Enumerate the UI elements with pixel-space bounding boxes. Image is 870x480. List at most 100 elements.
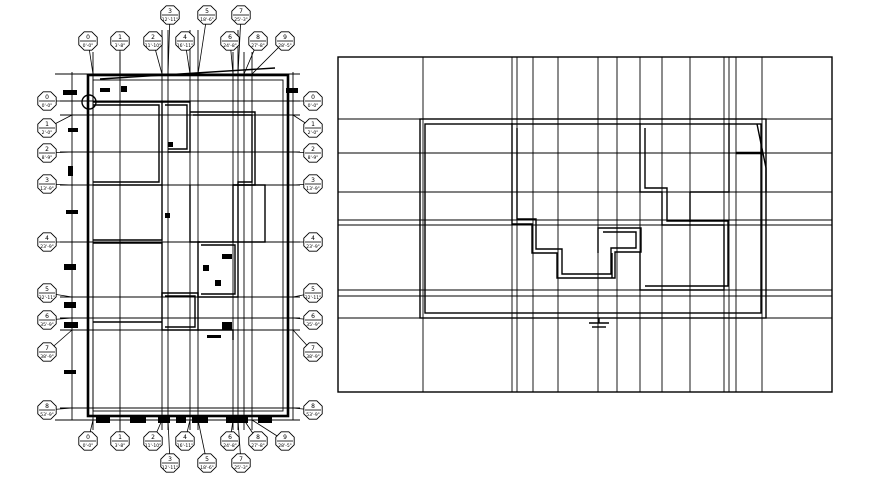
grid-tag: 6 24'-8" bbox=[220, 419, 240, 451]
datum-circle bbox=[81, 94, 97, 110]
tag-dimension: 32'-11" bbox=[305, 295, 321, 301]
tag-number: 5 bbox=[205, 8, 209, 15]
framing-grid-plan bbox=[337, 56, 833, 393]
tag-number: 6 bbox=[228, 34, 232, 41]
tag-dimension: 0'-0" bbox=[308, 103, 319, 109]
framing-horizontal-lines bbox=[338, 118, 832, 319]
tag-dimension: 8'-9" bbox=[42, 155, 53, 161]
grid-tag: 1 2'-0" bbox=[292, 114, 323, 138]
roof-edge-line bbox=[99, 67, 276, 80]
grid-tag: 4 16'-11" bbox=[175, 31, 195, 75]
bottom-grid-tags: 0 0'-0" 13'-8" 2 11'-10" 3 12'-11" 4 16'-11" 518'… bbox=[78, 419, 295, 473]
tag-number: 5 bbox=[311, 286, 315, 293]
tag-number: 4 bbox=[183, 34, 187, 41]
tag-dimension: 23'-9" bbox=[40, 244, 54, 250]
tag-dimension: 0'-0" bbox=[83, 443, 94, 449]
grid-tag: 7 38'-9" bbox=[37, 329, 73, 362]
tag-number: 2 bbox=[151, 34, 155, 41]
tag-dimension: 2'-0" bbox=[42, 130, 53, 136]
grid-tag: 8 53'-9" bbox=[37, 400, 73, 420]
tag-dimension: 25'-3" bbox=[234, 465, 248, 471]
tag-number: 7 bbox=[45, 345, 49, 352]
tag-dimension: 24'-8" bbox=[223, 43, 237, 49]
grid-tag: 13'-8" bbox=[110, 420, 130, 451]
grid-tag: 2 8'-9" bbox=[37, 143, 73, 163]
grid-tag: 00'-0" bbox=[78, 31, 98, 75]
tag-dimension: 11'-10" bbox=[145, 443, 161, 449]
tag-number: 3 bbox=[168, 456, 172, 463]
grid-tag: 312'-11" bbox=[160, 5, 180, 75]
grid-tag: 423'-9" bbox=[37, 232, 72, 252]
tag-dimension: 53'-9" bbox=[306, 412, 320, 418]
tag-dimension: 13'-9" bbox=[306, 186, 320, 192]
grid-tag: 518'-6" bbox=[197, 5, 217, 75]
grid-tag: 928'-5" bbox=[251, 419, 295, 451]
tag-dimension: 35'-9" bbox=[306, 322, 320, 328]
tag-dimension: 23'-9" bbox=[306, 244, 320, 250]
tag-dimension: 25'-3" bbox=[234, 17, 248, 23]
framing-border bbox=[337, 56, 833, 393]
grid-tag: 6 24'-8" bbox=[220, 31, 240, 75]
tag-number: 6 bbox=[228, 434, 232, 441]
grid-tag: 5 32'-11" bbox=[292, 283, 323, 303]
grid-tag: 928'-5" bbox=[251, 31, 295, 75]
tag-dimension: 2'-0" bbox=[308, 130, 319, 136]
vertical-grid-lines bbox=[92, 30, 253, 430]
tag-dimension: 28'-5" bbox=[278, 43, 292, 49]
tag-dimension: 16'-11" bbox=[177, 443, 193, 449]
tag-number: 3 bbox=[45, 177, 49, 184]
tag-dimension: 53'-9" bbox=[40, 412, 54, 418]
tag-number: 2 bbox=[151, 434, 155, 441]
tag-number: 8 bbox=[45, 403, 49, 410]
column-markers bbox=[63, 86, 298, 423]
grid-tag: 2 11'-10" bbox=[143, 419, 163, 451]
tag-leader-line bbox=[237, 14, 242, 75]
right-grid-tags: 00'-0"12'-0"28'-9"313'-9"423'-9"532'-11"… bbox=[292, 91, 323, 420]
tag-number: 0 bbox=[86, 34, 90, 41]
horizontal-grid-lines bbox=[60, 100, 300, 409]
tag-dimension: 3'-8" bbox=[115, 443, 126, 449]
tag-number: 1 bbox=[118, 34, 122, 41]
grid-tag: 532'-11" bbox=[37, 283, 73, 303]
grid-tag: 4 16'-11" bbox=[175, 419, 195, 451]
tag-number: 8 bbox=[256, 434, 260, 441]
tag-number: 4 bbox=[183, 434, 187, 441]
tag-dimension: 12'-11" bbox=[162, 17, 178, 23]
plan-outer-wall bbox=[86, 73, 290, 418]
tag-number: 0 bbox=[45, 94, 49, 101]
tag-number: 1 bbox=[311, 121, 315, 128]
grid-tag: 635'-9" bbox=[292, 310, 323, 330]
tag-leader-line bbox=[197, 14, 208, 75]
grid-tag: 3 12'-11" bbox=[160, 419, 180, 473]
tag-number: 9 bbox=[283, 434, 287, 441]
tag-dimension: 16'-11" bbox=[177, 43, 193, 49]
tag-number: 7 bbox=[239, 456, 243, 463]
tag-dimension: 35'-9" bbox=[40, 322, 54, 328]
tag-dimension: 13'-9" bbox=[40, 186, 54, 192]
tag-dimension: 38'-9" bbox=[40, 354, 54, 360]
tag-number: 2 bbox=[45, 146, 49, 153]
grid-tag: 2 11'-10" bbox=[143, 31, 163, 75]
grid-tag: 827'-8" bbox=[243, 31, 268, 75]
ground-symbol bbox=[589, 318, 609, 328]
tag-dimension: 24'-8" bbox=[223, 443, 237, 449]
tag-number: 3 bbox=[311, 177, 315, 184]
grid-tag: 0 0'-0" bbox=[78, 419, 98, 451]
tag-number: 1 bbox=[45, 121, 49, 128]
tag-dimension: 32'-11" bbox=[39, 295, 55, 301]
framing-outline bbox=[419, 118, 767, 319]
tag-number: 0 bbox=[86, 434, 90, 441]
left-grid-tags: 00'-0"12'-0"28'-9"313'-9"423'-9"532'-11"… bbox=[37, 91, 73, 420]
grid-tag: 518'-6" bbox=[197, 419, 217, 473]
tag-leader-line bbox=[167, 14, 171, 75]
grid-tag: 6 35'-9" bbox=[37, 310, 73, 330]
grid-tag: 725'-3" bbox=[231, 5, 251, 75]
tag-dimension: 11'-10" bbox=[145, 43, 161, 49]
tag-dimension: 12'-11" bbox=[162, 465, 178, 471]
tag-number: 4 bbox=[311, 235, 315, 242]
grid-tag: 28'-9" bbox=[292, 143, 323, 163]
tag-number: 8 bbox=[311, 403, 315, 410]
grid-tag: 3 13'-9" bbox=[292, 174, 323, 194]
tag-dimension: 38'-9" bbox=[306, 354, 320, 360]
tag-number: 6 bbox=[45, 313, 49, 320]
